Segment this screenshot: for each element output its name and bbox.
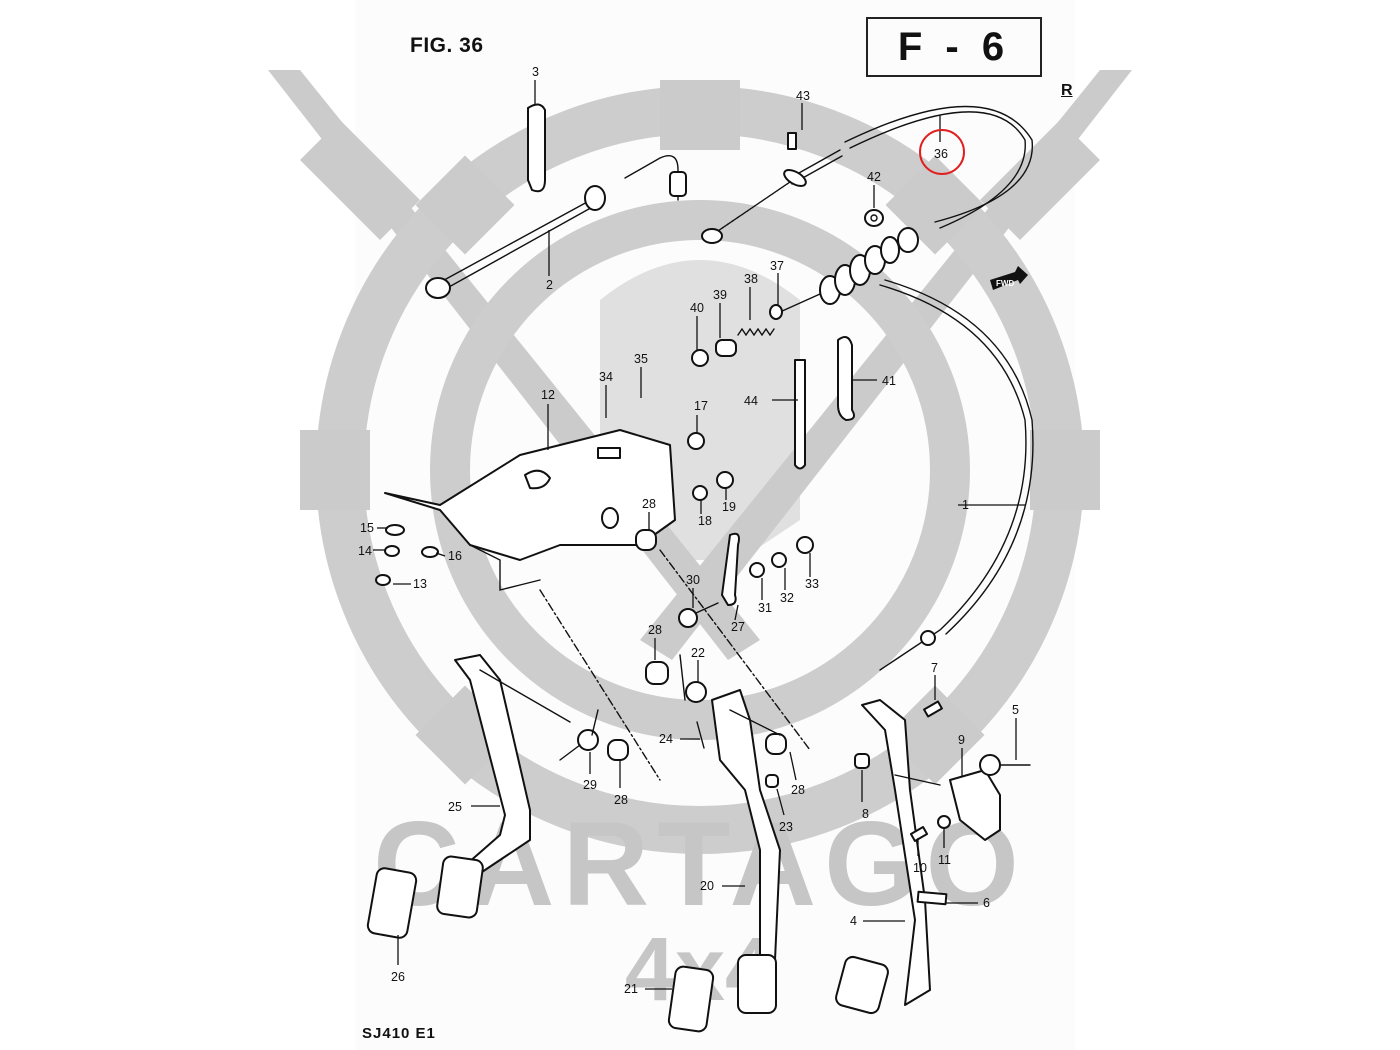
- callout-part-6: 6: [983, 896, 990, 910]
- callout-part-43: 43: [796, 89, 810, 103]
- callout-part-42: 42: [867, 170, 881, 184]
- parts-drawing: FWD: [366, 103, 1034, 1033]
- callout-part-38: 38: [744, 272, 758, 286]
- callout-part-34: 34: [599, 370, 613, 384]
- callout-part-13: 13: [413, 577, 427, 591]
- callout-part-3: 3: [532, 65, 539, 79]
- svg-text:FWD: FWD: [996, 279, 1014, 288]
- model-code: SJ410 E1: [362, 1025, 436, 1042]
- callout-part-12: 12: [541, 388, 555, 402]
- callout-part-5: 5: [1012, 703, 1019, 717]
- callout-part-9: 9: [958, 733, 965, 747]
- callout-part-18: 18: [698, 514, 712, 528]
- callout-part-4: 4: [850, 914, 857, 928]
- forward-direction-tag: FWD: [990, 266, 1028, 290]
- callout-part-25: 25: [448, 800, 462, 814]
- callout-part-28: 28: [791, 783, 805, 797]
- callout-part-8: 8: [862, 807, 869, 821]
- callout-part-11: 11: [938, 853, 951, 867]
- callout-part-33: 33: [805, 577, 819, 591]
- callout-part-2: 2: [546, 278, 553, 292]
- callout-part-39: 39: [713, 288, 727, 302]
- callout-part-40: 40: [690, 301, 704, 315]
- callout-part-29: 29: [583, 778, 597, 792]
- highlight-circle-part-36: [919, 129, 965, 175]
- callout-part-10: 10: [913, 861, 927, 875]
- callout-part-19: 19: [722, 500, 736, 514]
- callout-labels: 1234567891011121314151617181920212223242…: [358, 65, 1019, 996]
- callout-part-23: 23: [779, 820, 793, 834]
- callout-part-32: 32: [780, 591, 794, 605]
- callout-part-44: 44: [744, 394, 758, 408]
- callout-part-36: 36: [934, 147, 948, 161]
- side-mark: R: [1061, 82, 1073, 99]
- callout-part-35: 35: [634, 352, 648, 366]
- sheet-code-box: F - 6: [866, 17, 1042, 77]
- callout-part-20: 20: [700, 879, 714, 893]
- callout-part-37: 37: [770, 259, 784, 273]
- callout-part-7: 7: [931, 661, 938, 675]
- callout-part-24: 24: [659, 732, 673, 746]
- callout-part-28: 28: [614, 793, 628, 807]
- callout-part-28: 28: [648, 623, 662, 637]
- figure-label: FIG. 36: [410, 34, 484, 57]
- callout-part-14: 14: [358, 544, 372, 558]
- callout-part-21: 21: [624, 982, 638, 996]
- callout-part-27: 27: [731, 620, 745, 634]
- callout-part-17: 17: [694, 399, 708, 413]
- callout-part-1: 1: [962, 498, 969, 512]
- callout-part-28: 28: [642, 497, 656, 511]
- callout-part-15: 15: [360, 521, 374, 535]
- leader-lines: [373, 80, 1025, 990]
- callout-part-30: 30: [686, 573, 700, 587]
- callout-part-31: 31: [758, 601, 772, 615]
- callout-part-22: 22: [691, 646, 705, 660]
- callout-part-16: 16: [448, 549, 462, 563]
- callout-part-26: 26: [391, 970, 405, 984]
- callout-part-41: 41: [882, 374, 896, 388]
